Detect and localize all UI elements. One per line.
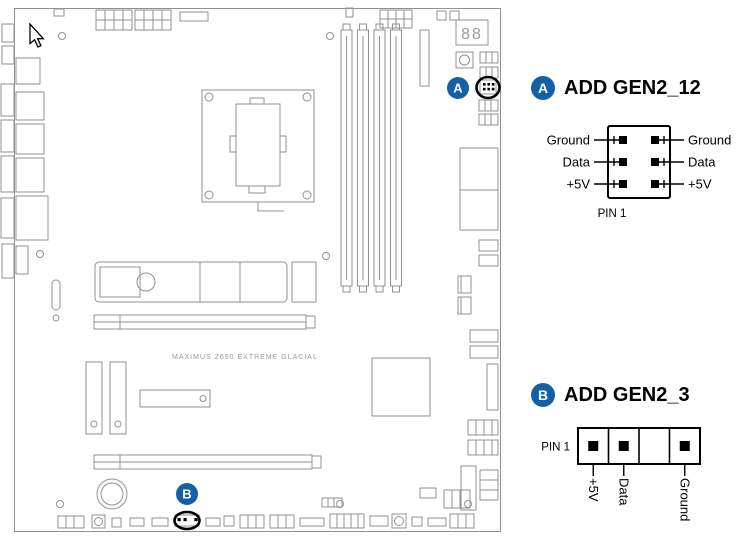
connector-b-leaders [592,464,686,476]
cpu-socket [201,89,315,212]
legend-a-badge: A [531,76,555,100]
pcie-slot-1 [93,314,316,330]
addgen2-12-header [475,75,501,100]
board-outline [14,8,501,532]
pinout-diagram-b: PIN 1 +5V Data Ground [541,427,701,521]
highlight-ring-a [475,75,501,100]
sata-ports [457,275,472,315]
right-edge-components [457,99,499,511]
top-edge-connectors [53,7,460,31]
m2-slots-lower [85,361,211,435]
legend-a: A ADD GEN2_12 [531,76,701,100]
pin-label-a-right-data: Data [688,155,716,170]
board-model-label: MAXIMUS Z690 EXTREME GLACIAL [172,354,318,361]
misc-headers [321,487,471,509]
connector-a-pins [619,136,659,188]
m2-heatsink [94,261,317,303]
pin1-label-a: PIN 1 [598,208,627,220]
chipset [371,357,431,417]
pin-label-a-left-5v: +5V [567,177,591,192]
connector-b-pins [588,441,690,451]
qcode-value: 88 [461,26,483,43]
pin1-label-b: PIN 1 [541,442,570,454]
highlight-ring-b [173,510,201,531]
onboard-buttons [455,51,499,79]
connector-b-dividers [607,428,671,464]
pin-label-b-5v: +5V [586,478,601,502]
legend-b-title: ADD GEN2_3 [564,383,690,406]
addgen2-3-header [173,510,201,531]
pin-label-b-data: Data [616,478,631,506]
eps-power-connector [95,9,133,31]
motherboard-diagram: 88 A [0,7,501,532]
rear-io-ports [0,23,15,279]
bottom-edge-headers [57,513,475,529]
aux-power-connector [379,9,413,29]
left-edge-components [15,57,61,322]
connector-a-leaders [594,136,684,188]
dimm-slots [340,23,430,293]
mouse-cursor-icon [29,22,45,48]
pin-label-a-left-data: Data [563,155,591,170]
pin-label-b-ground: Ground [677,478,692,521]
pinout-diagram-a: Ground Data +5V Ground Data +5V PIN 1 [547,125,731,220]
legend-a-title: ADD GEN2_12 [564,76,701,99]
pin-label-a-right-5v: +5V [688,177,712,192]
pin-label-a-right-ground: Ground [688,133,731,148]
board-callout-b: B [176,483,198,505]
cmos-battery [96,478,128,510]
pcie-slot-2 [93,454,322,470]
svg-text:B: B [182,487,191,502]
legend-b-badge: B [531,383,555,407]
legend-b: B ADD GEN2_3 [531,383,690,407]
qcode-display: 88 [455,19,489,46]
pin-label-a-left-ground: Ground [547,133,590,148]
eps-power-connector-2 [134,9,172,31]
svg-text:A: A [453,81,463,96]
board-callout-a: A [447,77,469,99]
screw-holes [36,32,472,508]
